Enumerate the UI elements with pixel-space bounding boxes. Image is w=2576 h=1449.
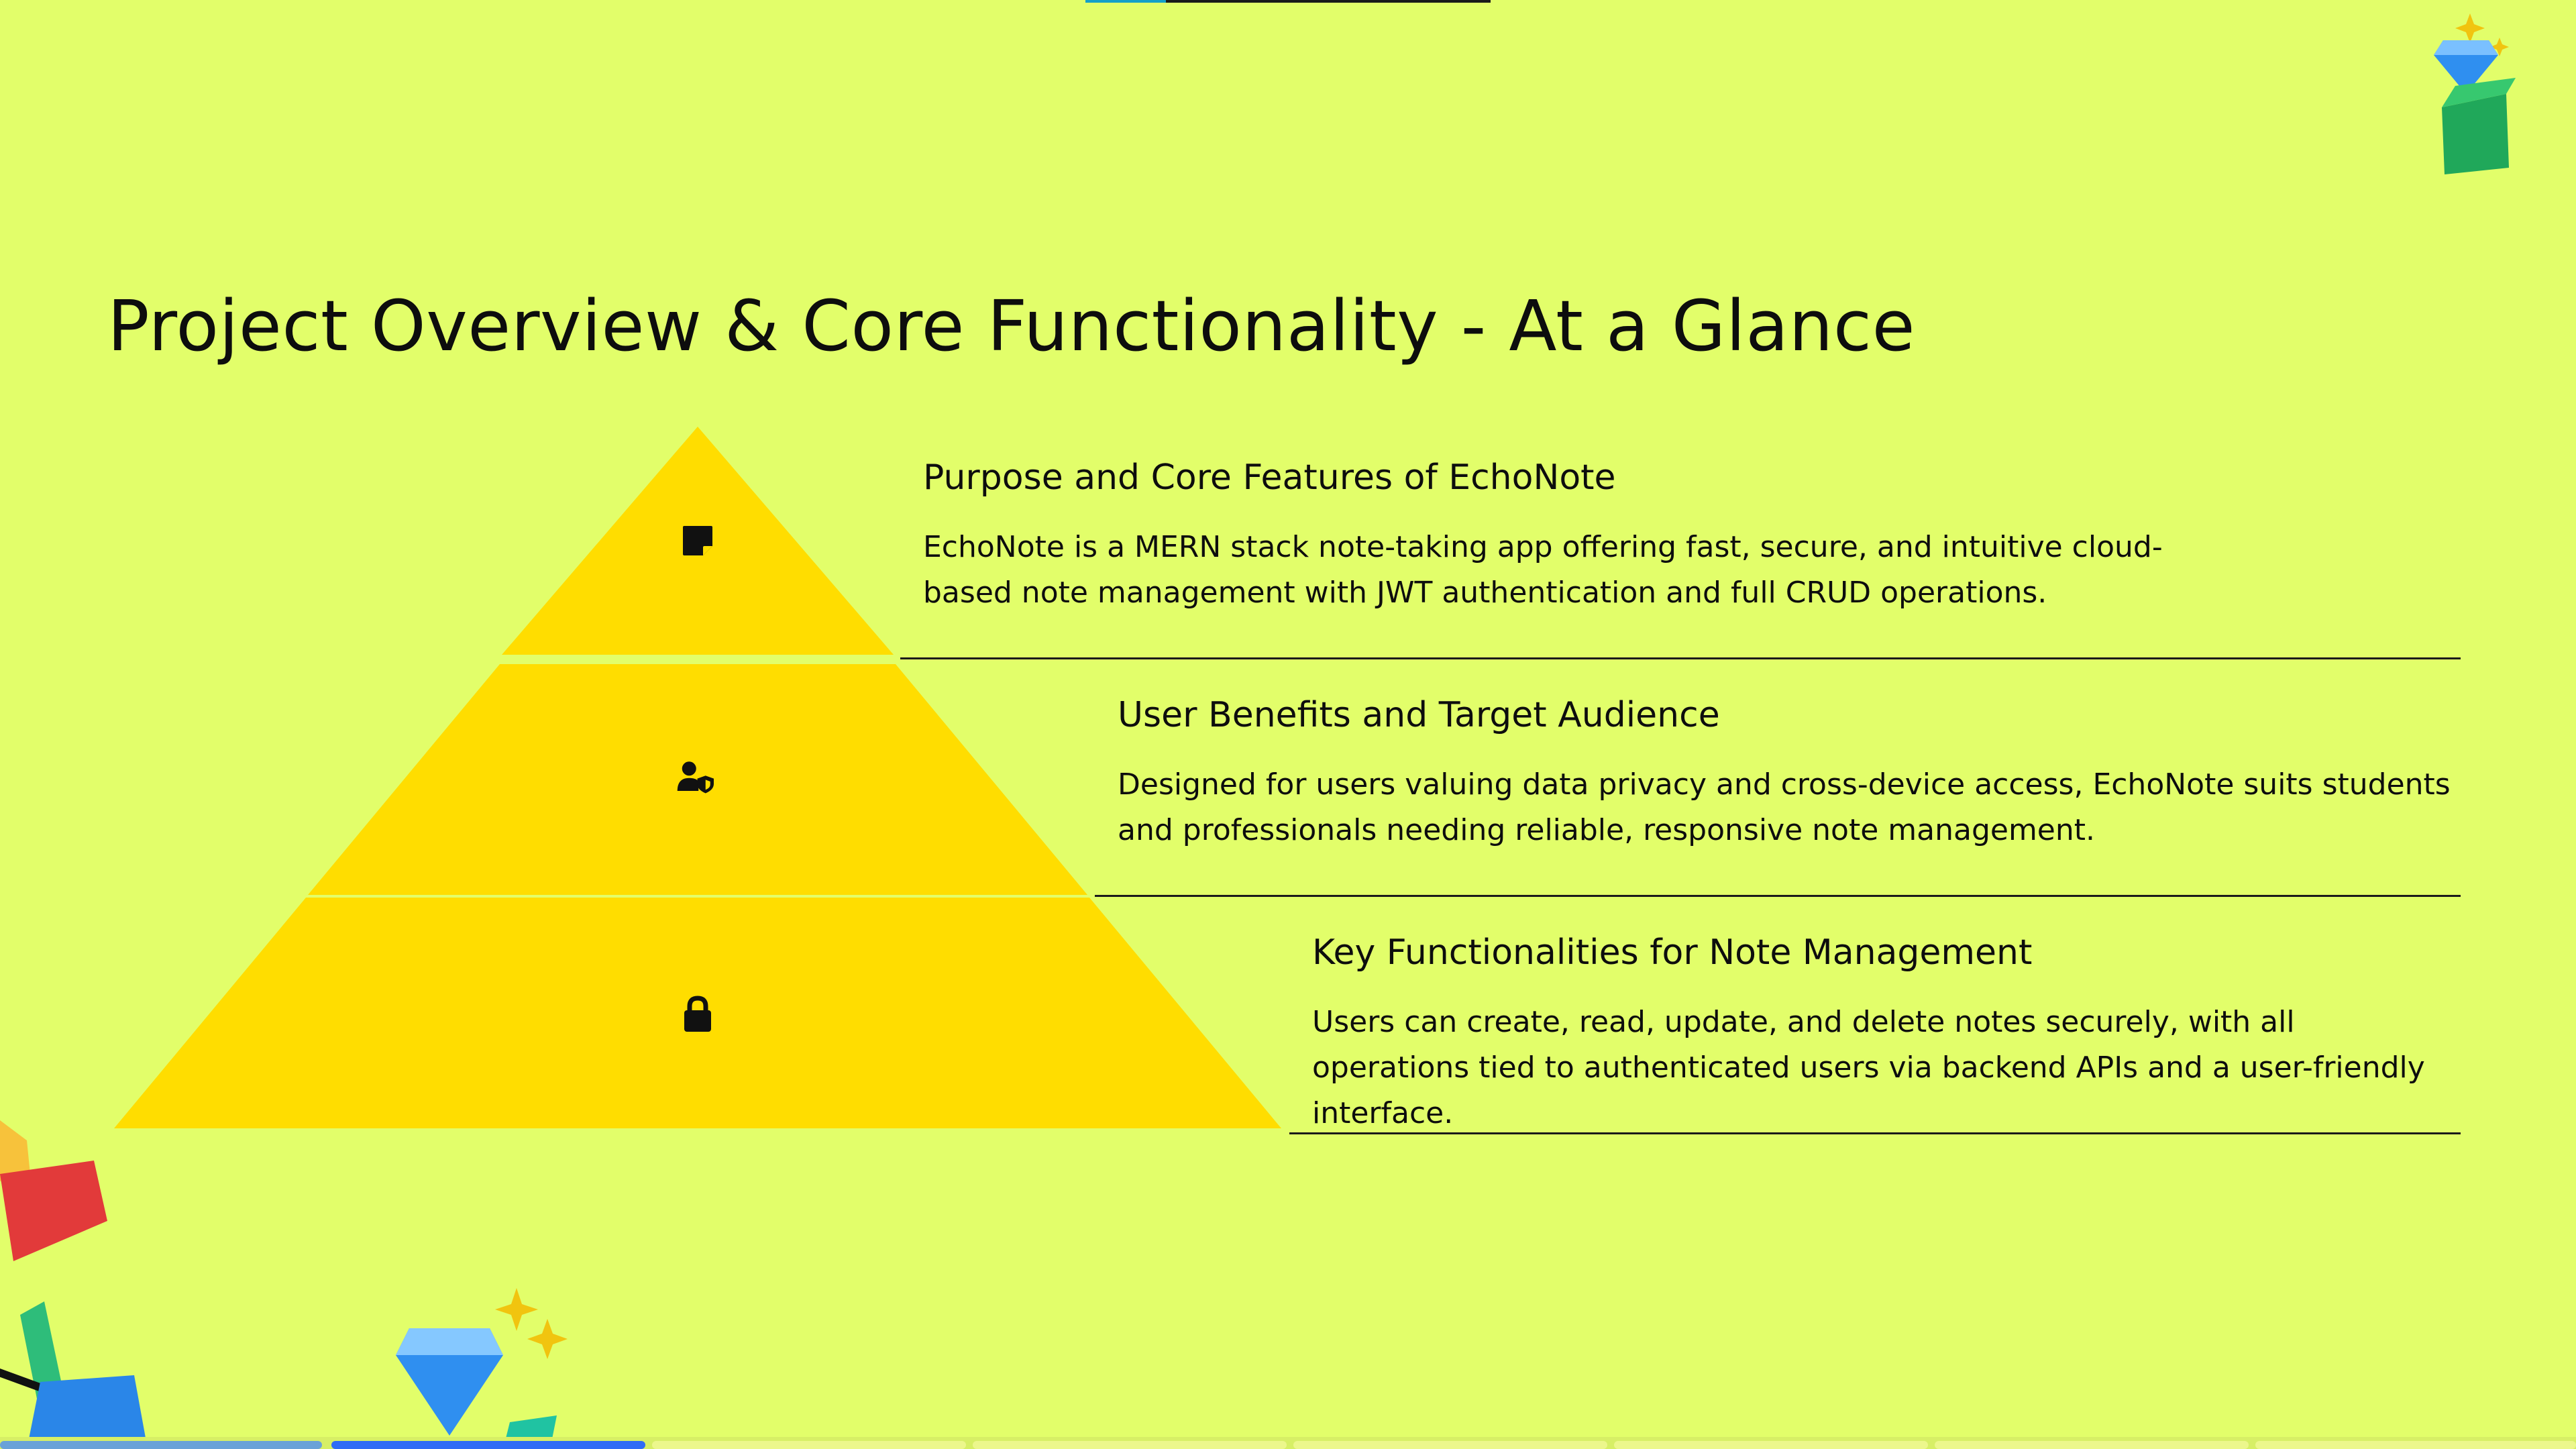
divider: [1289, 1132, 2461, 1134]
toy-illustration: [0, 1120, 148, 1449]
feature-item-3: Key Functionalities for Note Management …: [1312, 932, 2453, 1136]
progress-segment[interactable]: [2255, 1441, 2576, 1449]
top-tab-indicator: [1085, 0, 1491, 3]
gem-box-illustration: [2434, 13, 2516, 174]
feature-heading: Purpose and Core Features of EchoNote: [923, 458, 1616, 498]
feature-text: Designed for users valuing data privacy …: [1118, 767, 2451, 847]
feature-text: Users can create, read, update, and dele…: [1312, 1005, 2425, 1130]
progress-segment[interactable]: [1935, 1441, 2249, 1449]
lock-icon: [684, 996, 711, 1032]
user-shield-icon: [677, 761, 714, 794]
progress-segment[interactable]: [652, 1441, 966, 1449]
feature-item-1: Purpose and Core Features of EchoNote Ec…: [923, 458, 2238, 616]
progress-segment[interactable]: [1293, 1441, 1607, 1449]
slide-title: Project Overview & Core Functionality - …: [107, 285, 1916, 367]
progress-segment[interactable]: [973, 1441, 1287, 1449]
gem-illustration: [396, 1288, 568, 1449]
slide-progress-bar: [0, 1437, 2576, 1449]
progress-segment-done[interactable]: [0, 1441, 322, 1449]
sticky-note-icon: [683, 526, 712, 555]
feature-heading: Key Functionalities for Note Management: [1312, 932, 2033, 973]
divider: [900, 657, 2461, 659]
feature-heading: User Benefits and Target Audience: [1118, 695, 1720, 735]
divider: [1095, 895, 2461, 897]
feature-item-2: User Benefits and Target Audience Design…: [1118, 695, 2459, 853]
progress-segment-current[interactable]: [331, 1441, 645, 1449]
feature-text: EchoNote is a MERN stack note-taking app…: [923, 530, 2163, 610]
progress-segment[interactable]: [1614, 1441, 1928, 1449]
